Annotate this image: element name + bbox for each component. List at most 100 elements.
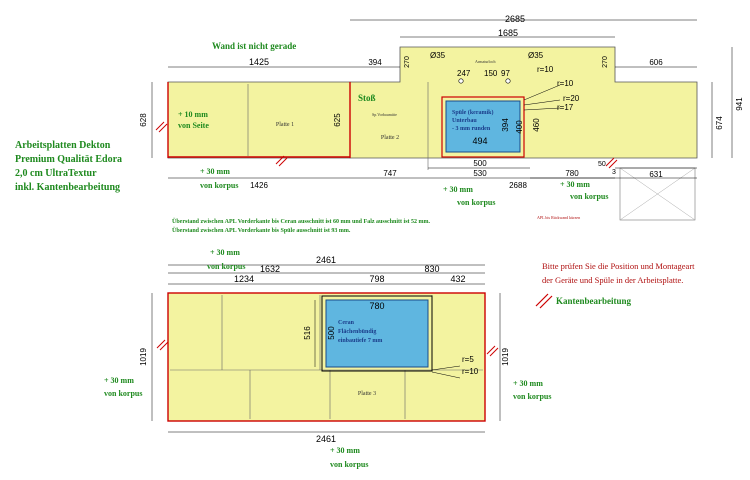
side-cabinet-diag xyxy=(619,167,696,221)
bottom-plus2: von korpus xyxy=(330,460,368,469)
dim-625: 625 xyxy=(333,113,342,127)
plate-1-shape xyxy=(167,81,351,159)
sink-width: 494 xyxy=(472,136,487,146)
dim-total-top: 2685 xyxy=(505,14,525,24)
left-plus1: + 30 mm xyxy=(200,167,230,176)
sink-line3: - 3 mm runden xyxy=(452,126,491,132)
dim-674: 674 xyxy=(715,116,724,130)
left-plus2: von korpus xyxy=(104,389,142,398)
dim-1632: 1632 xyxy=(260,264,280,274)
dim-270b: 270 xyxy=(602,56,609,68)
joint-label: Stoß xyxy=(358,93,376,103)
top-plus1: + 30 mm xyxy=(210,248,240,257)
dim-830: 830 xyxy=(424,264,439,274)
sink-line1: Spüle (keramik) xyxy=(452,109,494,116)
dim-50: 50 xyxy=(598,161,606,168)
ceran-line2: Flächenbündig xyxy=(338,329,376,335)
mid-plus1: + 30 mm xyxy=(443,185,473,194)
r20: r=20 xyxy=(563,94,580,103)
dim-left-width: 1425 xyxy=(249,57,269,67)
dim-400: 400 xyxy=(515,120,524,134)
dim-upper-top: 1685 xyxy=(498,28,518,38)
plate1-note1: + 10 mm xyxy=(178,110,208,119)
title-line1: Arbeitsplatten Dekton xyxy=(15,140,111,151)
wall-note: Wand ist nicht gerade xyxy=(212,41,296,51)
dim-631: 631 xyxy=(649,170,663,179)
plate-3-edge xyxy=(167,292,486,422)
leader-line xyxy=(523,84,561,101)
right-plus2: von korpus xyxy=(570,192,608,201)
dim-step: 394 xyxy=(368,58,382,67)
edge-marker xyxy=(155,121,618,169)
plate3-label: Platte 3 xyxy=(358,391,376,397)
dim-780: 780 xyxy=(565,169,579,178)
dim-516: 516 xyxy=(303,326,312,340)
right-plus2: von korpus xyxy=(513,392,551,401)
dim-1019-left: 1019 xyxy=(139,348,148,366)
r10b: r=10 xyxy=(557,79,574,88)
leader-line xyxy=(431,371,461,379)
bottom-plus1: + 30 mm xyxy=(330,446,360,455)
right-plus1: + 30 mm xyxy=(560,180,590,189)
dim-628: 628 xyxy=(139,113,148,127)
plate2-label: Platte 2 xyxy=(381,135,399,141)
dim-798: 798 xyxy=(369,274,384,284)
left-plus1: + 30 mm xyxy=(104,376,134,385)
plate1-note2: von Seite xyxy=(178,121,209,130)
dim-941: 941 xyxy=(735,97,744,111)
dim-3: 3 xyxy=(612,169,616,176)
small-label: Sp.Vorbaumitte xyxy=(372,112,397,117)
faucet-note: Armaturloch xyxy=(475,59,495,64)
mid-plus2: von korpus xyxy=(457,198,495,207)
d97: 97 xyxy=(501,69,510,78)
faucet-hole-right xyxy=(505,78,511,84)
overhang-note-1: Überstand zwischen APL Vorderkante bis C… xyxy=(172,218,431,225)
dim-1019-right: 1019 xyxy=(501,348,510,366)
dim-w-top: 2461 xyxy=(316,255,336,265)
sink-line2: Unterbau xyxy=(452,118,477,124)
leader-line xyxy=(523,107,561,111)
leader-line xyxy=(523,99,561,106)
ceran-cutout xyxy=(325,299,429,368)
top-plan: Wand ist nicht gerade 2685 1685 1425 394… xyxy=(139,14,744,221)
title-line2: Premium Qualität Edora xyxy=(15,154,122,165)
dim-2688: 2688 xyxy=(509,181,527,190)
dim-270a: 270 xyxy=(404,56,411,68)
r17: r=17 xyxy=(557,103,574,112)
edge-legend-icon xyxy=(535,293,553,309)
right-notes: Bitte prüfen Sie die Position und Montag… xyxy=(535,261,695,309)
title-line4: inkl. Kantenbearbeitung xyxy=(15,182,120,193)
sink-height: 394 xyxy=(501,118,510,132)
check-note-2: der Geräte und Spüle in der Arbeitsplatt… xyxy=(542,275,683,285)
plate1-label: Platte 1 xyxy=(276,122,294,128)
ceran-height: 500 xyxy=(327,326,336,340)
dim-747: 747 xyxy=(383,169,397,178)
d35a: Ø35 xyxy=(430,51,446,60)
edge-marker xyxy=(156,339,499,357)
sink-outer-cutout xyxy=(441,96,525,158)
sink-cutout xyxy=(445,100,521,153)
ceran-width: 780 xyxy=(369,301,384,311)
dim-r10: r=10 xyxy=(462,367,479,376)
check-note-1: Bitte prüfen Sie die Position und Montag… xyxy=(542,261,695,271)
ceran-outer xyxy=(321,295,433,372)
bottom-plan: 2461 1632 830 1234 798 432 780 500 516 1… xyxy=(104,248,551,469)
small-red-note: APL bis Rückwand kürzen xyxy=(537,215,580,220)
dim-1234: 1234 xyxy=(234,274,254,284)
dim-432: 432 xyxy=(450,274,465,284)
title-line3: 2,0 cm UltraTextur xyxy=(15,168,97,179)
ceran-line1: Ceran xyxy=(338,320,355,326)
d35b: Ø35 xyxy=(528,51,544,60)
dim-460: 460 xyxy=(532,118,541,132)
dim-w-bottom: 2461 xyxy=(316,434,336,444)
top-plus2: von korpus xyxy=(207,262,245,271)
dim-530: 530 xyxy=(473,169,487,178)
dim-1426: 1426 xyxy=(250,181,268,190)
faucet-hole-left xyxy=(458,78,464,84)
dim-500-bottom: 500 xyxy=(473,159,487,168)
title-block: Arbeitsplatten Dekton Premium Qualität E… xyxy=(15,140,122,193)
leader-line xyxy=(431,365,461,371)
right-plus1: + 30 mm xyxy=(513,379,543,388)
dim-r5: r=5 xyxy=(462,355,474,364)
